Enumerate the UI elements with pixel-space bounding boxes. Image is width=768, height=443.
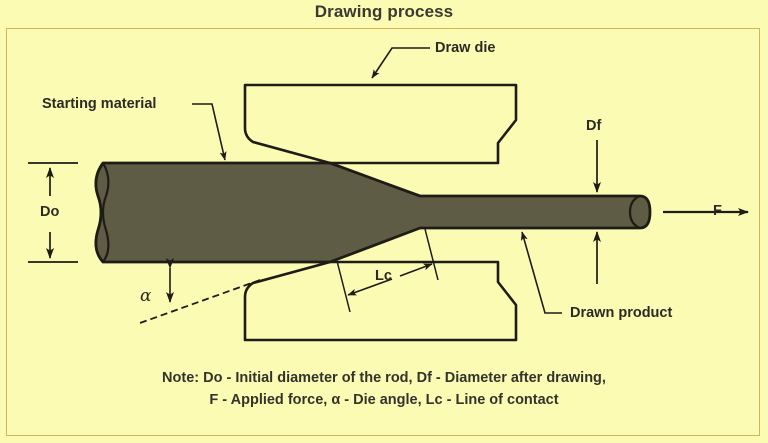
label-starting-material: Starting material — [42, 96, 157, 112]
drawn-product-leader — [520, 231, 562, 314]
lc-dimension — [336, 228, 439, 313]
label-force: F — [713, 203, 722, 219]
starting-material-leader — [192, 103, 227, 161]
lower-die — [243, 260, 518, 342]
do-dimension — [28, 162, 78, 263]
draw-die-leader — [371, 47, 430, 79]
label-lc: Lc — [375, 268, 392, 284]
label-drawn-product: Drawn product — [570, 305, 673, 321]
note-line-1: Note: Do - Initial diameter of the rod, … — [162, 370, 606, 386]
workpiece-rod — [94, 161, 652, 264]
note-line-2: F - Applied force, α - Die angle, Lc - L… — [209, 392, 559, 408]
page-title: Drawing process — [314, 2, 454, 21]
label-do: Do — [40, 204, 60, 220]
label-df: Df — [586, 118, 602, 134]
label-draw-die: Draw die — [435, 40, 496, 56]
upper-die — [243, 83, 518, 165]
alpha-angle — [139, 258, 261, 324]
label-alpha: α — [140, 286, 152, 306]
